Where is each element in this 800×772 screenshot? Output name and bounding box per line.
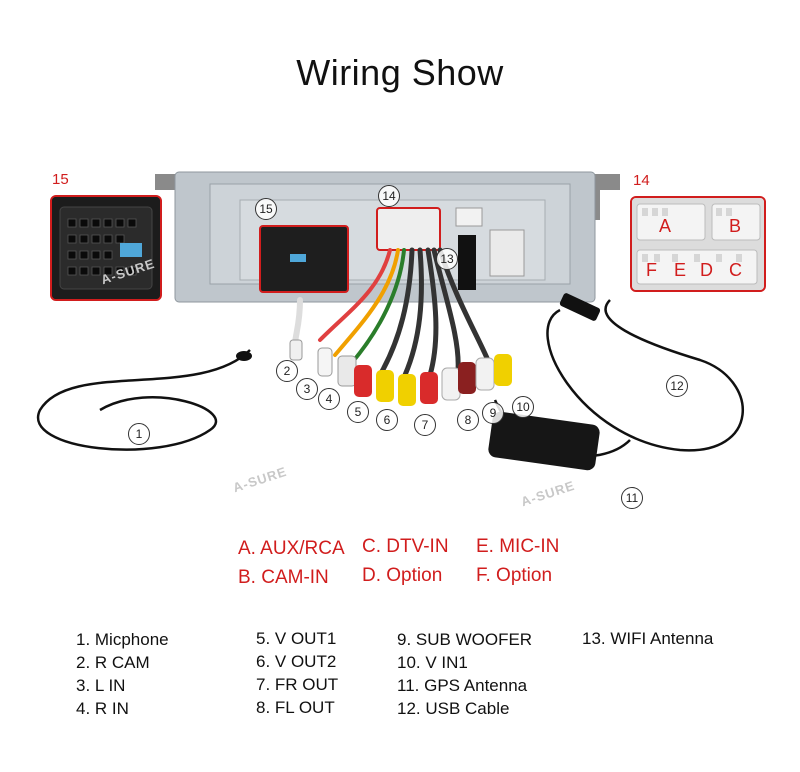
part-item-1: 1. Micphone [76,630,169,649]
connector-letter-e: E [674,260,687,280]
callout-11: 11 [621,487,643,509]
connector-14-socket [376,207,441,251]
legend-e: E. MIC-IN [476,536,560,557]
connector-letter-b: B [729,216,742,236]
usb-plug [559,293,601,321]
callout-1: 1 [128,423,150,445]
inset-left-label: 15 [52,171,69,188]
port-block-1 [455,207,483,227]
connector-15-image [52,197,160,299]
parts-column-1: 1. Micphone 2. R CAM 3. L IN 4. R IN [76,628,169,720]
usb-cable [546,299,745,452]
callout-14: 14 [378,185,400,207]
connector-letter-c: C [729,260,742,280]
callout-8: 8 [457,409,479,431]
part-item-12: 12. USB Cable [397,699,510,718]
callout-15: 15 [255,198,277,220]
part-item-6: 6. V OUT2 [256,652,337,671]
callout-12: 12 [666,375,688,397]
connector-letter-d: D [700,260,713,280]
part-item-7: 7. FR OUT [256,675,339,694]
connector-14-closeup: A B F E D C [630,196,766,292]
gps-antenna [488,411,600,471]
rca-plugs [289,339,512,406]
part-item-13: 13. WIFI Antenna [582,629,714,648]
callout-10: 10 [512,396,534,418]
connector-15-tab [290,254,306,262]
part-item-10: 10. V IN1 [397,653,468,672]
page-title: Wiring Show [296,52,504,93]
callout-13: 13 [436,248,458,270]
connector-15-closeup [50,195,162,301]
part-item-2: 2. R CAM [76,653,150,672]
legend-b: B. CAM-IN [238,567,329,588]
parts-column-2: 5. V OUT1 6. V OUT2 7. FR OUT 8. FL OUT [256,627,338,719]
legend-d: D. Option [362,565,443,586]
wifi-antenna-cable [458,235,476,290]
callout-6: 6 [376,409,398,431]
part-item-8: 8. FL OUT [256,698,335,717]
part-item-4: 4. R IN [76,699,129,718]
connector-letter-f: F [646,260,657,280]
connector-letter-a: A [659,216,672,236]
part-item-9: 9. SUB WOOFER [397,630,533,649]
microphone [236,351,252,361]
part-item-3: 3. L IN [76,676,126,695]
callout-3: 3 [296,378,318,400]
part-item-11: 11. GPS Antenna [397,676,528,695]
port-block-2 [489,229,525,277]
callout-2: 2 [276,360,298,382]
legend-c: C. DTV-IN [362,536,449,557]
microphone-cable [36,349,251,451]
callout-7: 7 [414,414,436,436]
legend-a: A. AUX/RCA [238,538,345,559]
callout-5: 5 [347,401,369,423]
part-item-5: 5. V OUT1 [256,629,337,648]
connector-14-image [632,198,764,290]
legend-f: F. Option [476,565,553,586]
parts-column-4: 13. WIFI Antenna [582,627,713,650]
inset-right-label: 14 [633,172,650,189]
parts-column-3: 9. SUB WOOFER 10. V IN1 11. GPS Antenna … [397,628,532,720]
callout-9: 9 [482,402,504,424]
callout-4: 4 [318,388,340,410]
wiring-scene-illustration [36,171,745,471]
